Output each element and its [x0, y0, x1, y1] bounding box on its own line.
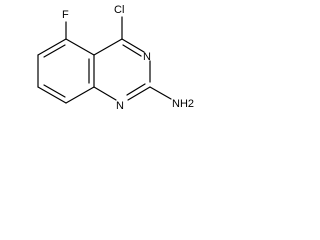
nitrogen-top-label: N [143, 51, 151, 63]
bond-c4a-c4 [93, 38, 123, 56]
bond-c7-c8 [37, 86, 67, 104]
bond-n1-c8a [93, 86, 117, 101]
double-bond-c2-n1 [126, 83, 146, 96]
double-bond-c5-c6 [43, 44, 66, 58]
fluorine-label: F [62, 9, 69, 21]
bond-c2-n1 [127, 86, 151, 101]
double-bond-c7-c8 [43, 84, 66, 98]
bond-c4-n3 [121, 38, 145, 53]
bond-c5-c6 [37, 38, 67, 56]
bond-c8-c8a [65, 86, 95, 104]
bond-c2-nh2 [149, 86, 172, 100]
chlorine-label: Cl [114, 4, 124, 16]
bond-c4a-c5 [65, 38, 95, 56]
nitrogen-bottom-label: N [116, 100, 124, 112]
amine-label: NH2 [172, 98, 194, 110]
molecule-structure: Cl F N N NH2 [37, 4, 194, 112]
double-bond-c4-n3 [122, 44, 142, 57]
